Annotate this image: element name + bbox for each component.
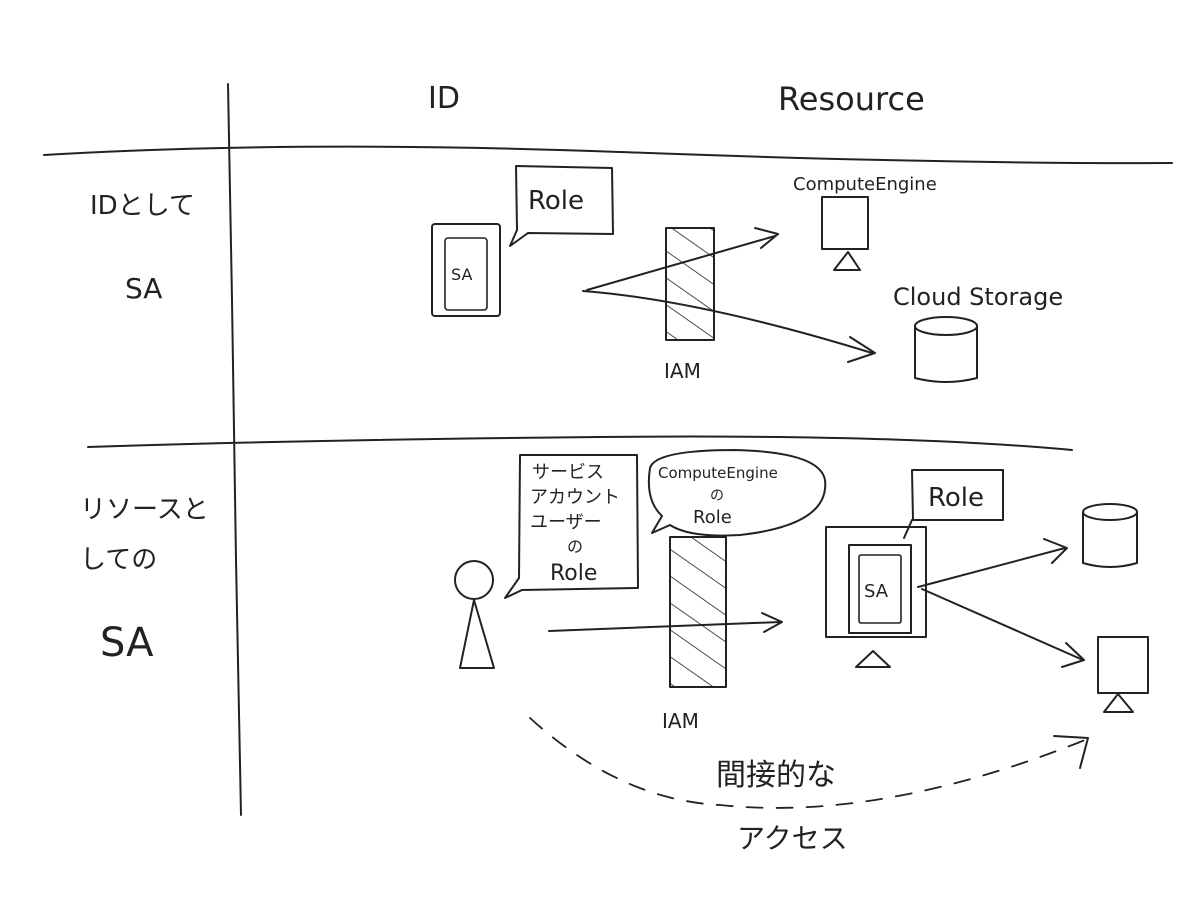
cloud-storage-icon: Cloud Storage <box>893 283 1063 383</box>
row2-label-line1: リソースと <box>80 495 209 525</box>
indirect-access-arrowhead <box>1053 735 1089 769</box>
indirect-access-line2: アクセス <box>737 822 848 855</box>
column-header-resource: Resource <box>778 80 925 118</box>
arrow-sa-to-storage <box>917 538 1068 588</box>
sa-user-role-line1: サービス <box>532 462 604 483</box>
ce-role-bubble: ComputeEngine の Role <box>647 449 827 537</box>
iam-label-bottom: IAM <box>662 709 699 733</box>
user-icon <box>454 560 495 669</box>
sa-user-role-line5: Role <box>550 561 597 586</box>
cloud-storage-label: Cloud Storage <box>893 283 1063 311</box>
arrow-to-compute-engine <box>586 227 779 291</box>
sa-card-bottom-text: SA <box>864 581 889 602</box>
compute-engine-icon: ComputeEngine <box>793 174 937 271</box>
role-bubble-top: Role <box>509 165 614 247</box>
storage-icon-bottom <box>1082 503 1138 568</box>
vertical-divider <box>227 83 242 816</box>
row2-label-line2: しての <box>80 545 157 575</box>
role-box-bottom: Role <box>903 469 1004 539</box>
iam-block-top: IAM <box>664 227 715 383</box>
role-box-bottom-text: Role <box>928 483 984 513</box>
sa-user-role-line4: の <box>567 537 583 556</box>
sa-user-role-line2: アカウント <box>530 487 620 508</box>
sa-user-role-bubble: サービス アカウント ユーザー の Role <box>504 454 639 599</box>
ce-role-line1: ComputeEngine <box>658 464 778 482</box>
top-horizontal-divider <box>43 145 1173 165</box>
indirect-access-line1: 間接的な <box>716 758 836 793</box>
ce-role-line3: Role <box>693 507 732 528</box>
compute-engine-label: ComputeEngine <box>793 174 937 195</box>
arrow-sa-to-compute <box>921 588 1085 668</box>
ce-role-line2: の <box>710 488 724 504</box>
column-header-id: ID <box>428 81 460 116</box>
iam-label-top: IAM <box>664 359 701 383</box>
sa-card-top: SA <box>431 223 501 317</box>
sa-card-top-text: SA <box>451 265 472 284</box>
compute-icon-bottom <box>1097 636 1149 713</box>
iam-block-bottom: IAM <box>662 536 727 733</box>
sa-user-role-line3: ユーザー <box>530 512 602 533</box>
arrow-user-to-sa <box>548 612 783 633</box>
row2-label-line3: SA <box>100 620 154 666</box>
row1-label-line2: SA <box>125 272 162 305</box>
middle-horizontal-divider <box>87 435 1073 451</box>
role-bubble-top-text: Role <box>528 186 584 216</box>
row1-label-line1: IDとして <box>90 191 195 221</box>
arrow-to-cloud-storage <box>582 290 876 363</box>
compute-engine-vm-bottom: SA <box>825 526 927 668</box>
